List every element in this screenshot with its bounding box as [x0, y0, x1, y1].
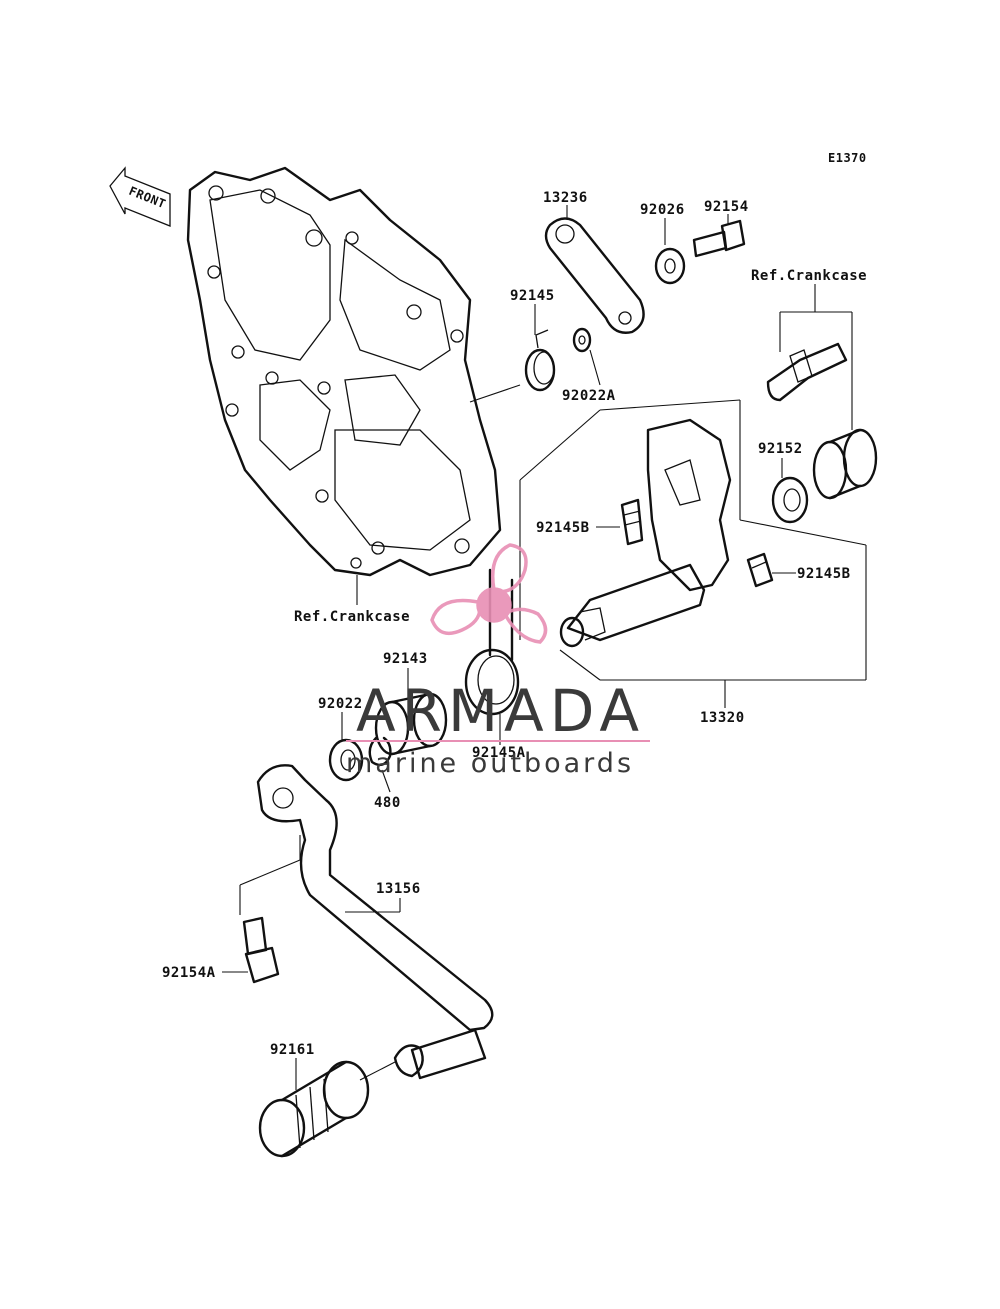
label-92145B-left: 92145B [536, 520, 590, 536]
part-92143-collar [374, 692, 448, 756]
label-92145A: 92145A [472, 745, 526, 761]
front-label: FRONT [127, 184, 168, 211]
label-92154: 92154 [704, 199, 749, 215]
part-92145B-spring-right [746, 552, 774, 588]
part-92152-seal [771, 476, 809, 524]
part-92145A-spring [464, 568, 520, 716]
part-480-circlip [368, 736, 392, 767]
label-13156: 13156 [376, 881, 421, 897]
label-92152: 92152 [758, 441, 803, 457]
part-stud [766, 342, 848, 402]
label-92154A: 92154A [162, 965, 216, 981]
part-92026-washer [654, 247, 686, 285]
part-13156-shift-pedal [256, 764, 494, 1080]
watermark-brand: ARMADA [356, 677, 645, 745]
part-92022A-washer [572, 327, 592, 353]
part-92145B-spring-left [620, 498, 644, 546]
ref-crankcase-left: Ref.Crankcase [294, 609, 410, 625]
label-13320: 13320 [700, 710, 745, 726]
label-13236: 13236 [543, 190, 588, 206]
watermark: ARMADA marine outboards [346, 543, 650, 779]
propeller-logo-icon [430, 543, 548, 644]
diagram-code: E1370 [828, 151, 867, 165]
label-92161: 92161 [270, 1042, 315, 1058]
label-92022A: 92022A [562, 388, 616, 404]
crankcase-cover [186, 166, 502, 577]
part-13320-shift-shaft [559, 418, 732, 648]
part-92161-rubber [258, 1060, 370, 1158]
label-480: 480 [374, 795, 401, 811]
part-92154A-bolt [242, 916, 280, 984]
part-92154-bolt [692, 219, 746, 258]
watermark-tagline: marine outboards [346, 748, 634, 779]
label-92145B-right: 92145B [797, 566, 851, 582]
ref-crankcase-top: Ref.Crankcase [751, 268, 867, 284]
part-needle-bearing [812, 428, 878, 500]
part-92145-spring [524, 329, 556, 392]
label-92145: 92145 [510, 288, 555, 304]
label-92026: 92026 [640, 202, 685, 218]
label-92143: 92143 [383, 651, 428, 667]
label-92022: 92022 [318, 696, 363, 712]
part-13236-lever [544, 217, 645, 334]
front-arrow-icon: FRONT [109, 166, 171, 227]
